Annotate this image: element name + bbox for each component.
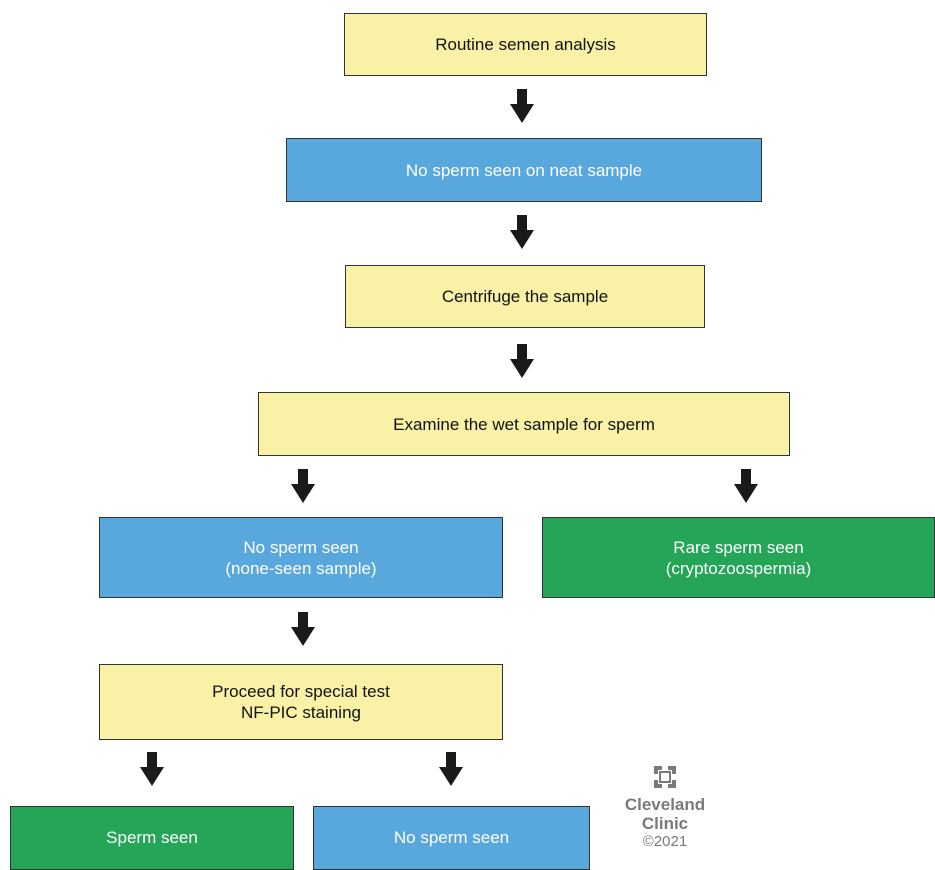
arrow-down-icon: [291, 469, 315, 503]
arrow-down-icon: [510, 344, 534, 378]
branch-no-sperm-seen-line2: (none-seen sample): [225, 558, 377, 578]
step-centrifuge: Centrifuge the sample: [345, 265, 705, 328]
step-special-test: Proceed for special test NF-PIC staining: [99, 664, 503, 740]
step-centrifuge-label: Centrifuge the sample: [441, 287, 609, 306]
step-examine-wet-sample-label: Examine the wet sample for sperm: [393, 414, 655, 434]
arrow-down-icon: [510, 215, 534, 249]
step-no-sperm-neat-label: No sperm seen on neat sample: [405, 160, 643, 180]
branch-no-sperm-seen-line1: No sperm seen: [243, 537, 359, 557]
logo-name-line2: Clinic: [641, 814, 689, 833]
arrow-down-icon: [140, 752, 164, 786]
branch-rare-sperm-seen-line2: (cryptozoospermia): [665, 558, 812, 578]
result-no-sperm-seen: No sperm seen: [313, 806, 590, 870]
step-routine-semen-analysis: Routine semen analysis: [344, 13, 707, 76]
branch-no-sperm-seen: No sperm seen (none-seen sample): [99, 517, 503, 598]
result-no-sperm-seen-label: No sperm seen: [393, 828, 510, 847]
arrow-down-icon: [291, 612, 315, 646]
branch-rare-sperm-seen-line1: Rare sperm seen: [673, 537, 804, 557]
logo-name-line1: Cleveland: [624, 795, 706, 814]
branch-rare-sperm-seen: Rare sperm seen (cryptozoospermia): [542, 517, 935, 598]
result-sperm-seen-label: Sperm seen: [106, 828, 198, 847]
arrow-down-icon: [510, 89, 534, 123]
step-examine-wet-sample: Examine the wet sample for sperm: [258, 392, 790, 456]
arrow-down-icon: [734, 469, 758, 503]
step-no-sperm-neat: No sperm seen on neat sample: [286, 138, 762, 202]
step-routine-semen-analysis-label: Routine semen analysis: [435, 35, 616, 54]
arrow-down-icon: [439, 752, 463, 786]
result-sperm-seen: Sperm seen: [10, 806, 294, 870]
step-special-test-line1: Proceed for special test: [212, 682, 390, 701]
cleveland-clinic-logo-icon: [654, 766, 676, 788]
copyright-text: ©2021: [642, 833, 688, 850]
step-special-test-line2: NF-PIC staining: [241, 703, 361, 722]
cleveland-clinic-logo: Cleveland Clinic ©2021: [610, 763, 720, 850]
